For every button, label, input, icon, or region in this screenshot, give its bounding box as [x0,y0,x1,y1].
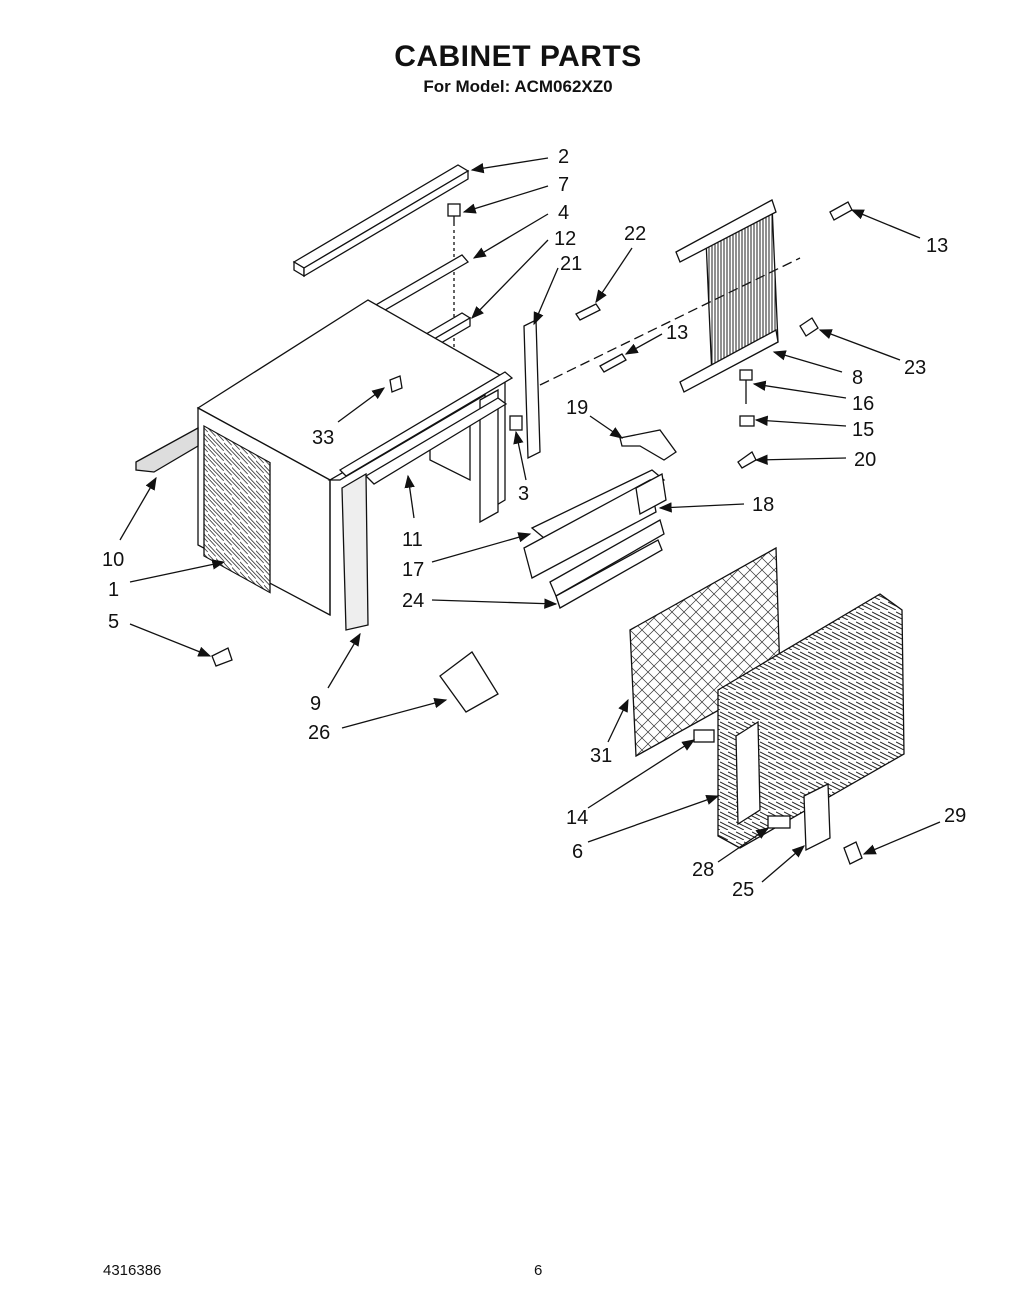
leader-25 [761,845,805,883]
leader-7 [462,185,549,214]
leader-6 [587,795,720,843]
part-18-rail [635,472,667,516]
part-24-strip [555,539,663,609]
callout-1: 1 [108,579,119,601]
callout-12: 12 [554,228,576,250]
leader-12 [471,239,549,319]
part-15-nut [739,415,755,427]
callout-8: 8 [852,367,863,389]
callout-28: 28 [692,859,714,881]
callout-24: 24 [402,590,424,612]
part-26-bracket [439,651,499,713]
leader-26 [341,698,448,729]
callout-23: 23 [904,357,926,379]
part-7-screw [447,203,461,360]
callout-15: 15 [852,419,874,441]
leader-1 [129,559,226,583]
callout-10: 10 [102,549,124,571]
page-number: 6 [534,1262,543,1279]
callout-9: 9 [310,693,321,715]
part-20-clip [737,451,757,469]
callout-6: 6 [572,841,583,863]
leader-15 [754,415,847,427]
part-17-tray [523,469,666,597]
part-21-bracket [523,318,541,460]
part-8-coil [675,199,779,393]
model-subtitle: For Model: ACM062XZ0 [423,77,613,96]
callout-11: 11 [402,529,423,551]
leader-21 [533,267,559,326]
callout-22: 22 [624,223,646,245]
part-29-knob [843,841,863,865]
leader-9 [327,632,361,689]
part-33-plug [389,375,403,393]
leader-13-center [624,333,663,355]
part-5-screw [211,647,233,667]
callout-5: 5 [108,611,119,633]
document-number: 4316386 [103,1262,162,1279]
part-11-rail [364,397,508,485]
part-10-rail [135,426,199,473]
leader-5 [129,623,212,657]
callout-4: 4 [558,202,569,224]
callout-20: 20 [854,449,876,471]
callout-17: 17 [402,559,424,581]
callout-19: 19 [566,397,588,419]
leader-28 [717,827,770,863]
callout-16: 16 [852,393,874,415]
leader-19 [589,415,624,439]
leader-16 [752,380,847,399]
part-25-panel [803,782,831,852]
leader-11 [404,474,415,519]
leader-8 [772,350,843,373]
leader-33 [337,387,386,423]
leader-31 [607,698,629,743]
part-28-pad [767,815,791,829]
page-title: CABINET PARTS [394,40,642,73]
callout-26: 26 [308,722,330,744]
leader-23 [818,329,901,361]
leader-10 [119,476,157,541]
part-14-block [693,729,715,743]
leader-2 [470,157,549,174]
callout-14: 14 [566,807,588,829]
leader-29 [862,821,941,855]
part-3-clip [509,415,523,431]
part-9-side-strip [341,472,369,631]
callout-labels: 1 2 3 4 5 6 7 8 9 10 11 12 13 13 14 15 1… [102,146,966,901]
part-19-bracket [619,429,677,461]
callout-13a: 13 [926,235,948,257]
leader-17 [431,532,532,563]
part-23-fitting [799,317,819,337]
leader-13-right [850,209,921,239]
callout-18: 18 [752,494,774,516]
callout-3: 3 [518,483,529,505]
callout-21: 21 [560,253,582,275]
callout-25: 25 [732,879,754,901]
leader-3 [513,430,527,481]
leader-22 [595,247,633,304]
leader-24 [431,598,558,609]
part-22-screw [575,303,601,321]
part-2-top-rail [292,164,470,278]
callout-7: 7 [558,174,569,196]
part-16-screw [739,369,753,404]
callout-33: 33 [312,427,334,449]
callout-31: 31 [590,745,612,767]
part-1-cabinet [196,299,514,617]
leader-4 [472,213,549,259]
leader-18 [658,502,745,513]
callout-13b: 13 [666,322,688,344]
callout-2: 2 [558,146,569,168]
part-13-screw-right [829,201,853,221]
part-13-screw-center [599,353,627,373]
part-6-front-grille [717,593,905,849]
leader-20 [754,454,847,465]
leader-14 [587,739,696,809]
callout-29: 29 [944,805,966,827]
